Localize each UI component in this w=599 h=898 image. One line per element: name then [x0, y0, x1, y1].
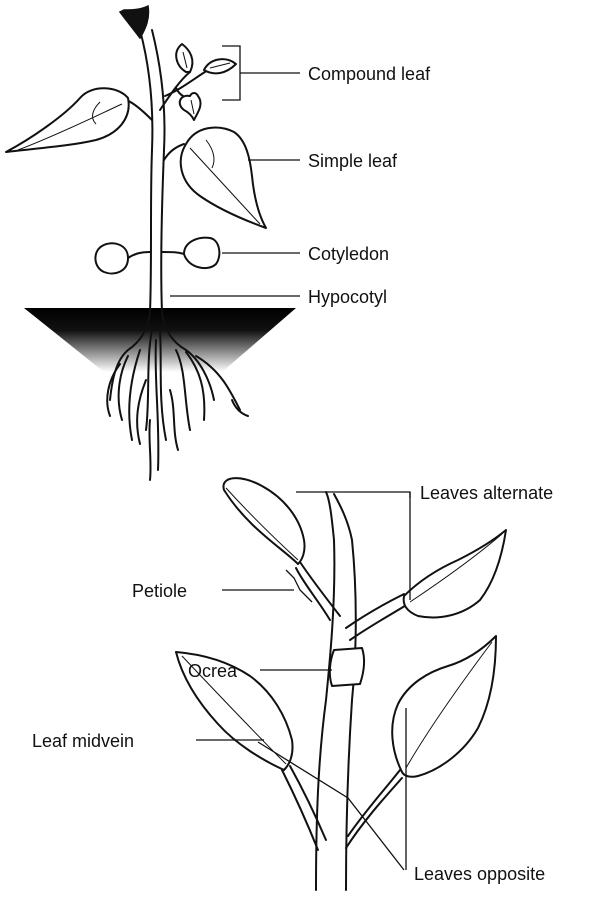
label-leaves-alternate: Leaves alternate: [420, 483, 553, 503]
label-hypocotyl: Hypocotyl: [308, 287, 387, 307]
label-simple-leaf: Simple leaf: [308, 151, 398, 171]
stem-detail-illustration: Leaves alternate Petiole Ocrea Leaf midv…: [32, 478, 553, 890]
label-compound-leaf: Compound leaf: [308, 64, 431, 84]
left-simple-leaf: [6, 88, 152, 152]
ocrea-sheath: [330, 648, 364, 686]
cotyledons: [95, 238, 219, 274]
label-petiole: Petiole: [132, 581, 187, 601]
seedling-illustration: Compound leaf Simple leaf Cotyledon Hypo…: [6, 6, 431, 480]
terminal-bud: [120, 6, 149, 38]
compound-leaf: [160, 44, 236, 120]
label-leaf-midvein: Leaf midvein: [32, 731, 134, 751]
label-leaves-opposite: Leaves opposite: [414, 864, 545, 884]
label-ocrea: Ocrea: [188, 661, 238, 681]
right-simple-leaf: [164, 128, 266, 228]
label-cotyledon: Cotyledon: [308, 244, 389, 264]
seedling-stem: [140, 30, 165, 312]
lower-right-petiole: [346, 770, 402, 848]
upper-left-leaf: [223, 478, 304, 564]
